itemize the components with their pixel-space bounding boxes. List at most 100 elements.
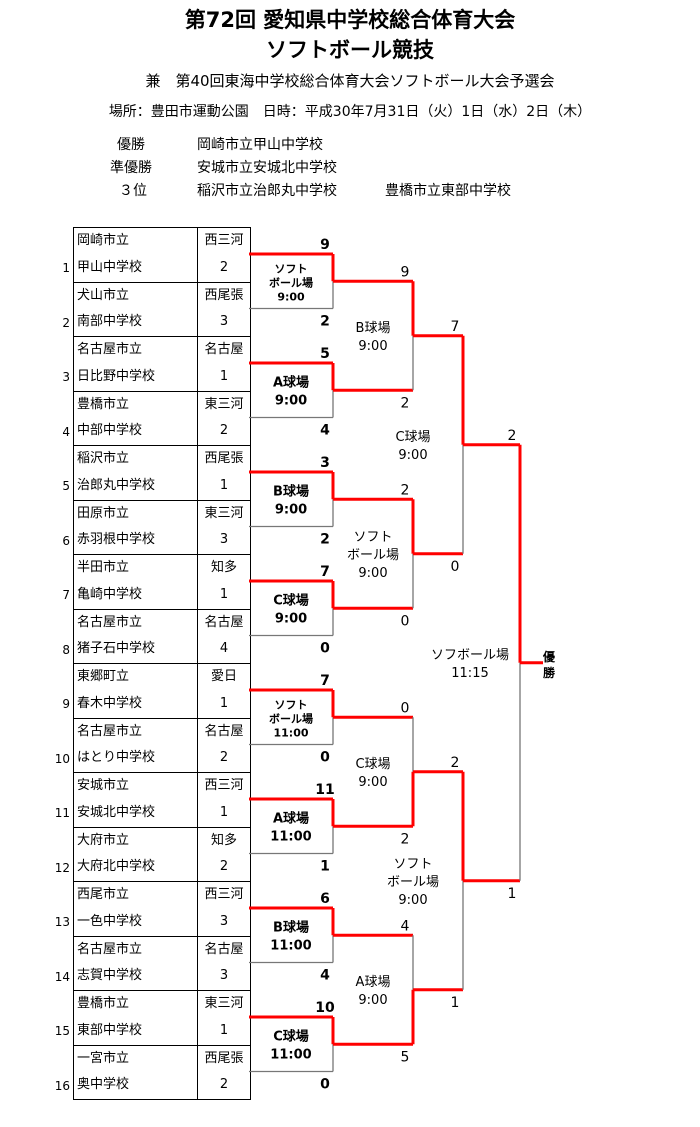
team-city: 豊橋市立: [77, 396, 130, 412]
team-city: 名古屋市立: [77, 342, 143, 357]
match-venue: 11:00: [270, 1047, 311, 1062]
score-bottom: 0: [320, 750, 330, 766]
team-city: 西尾市立: [77, 887, 130, 902]
team-school: 甲山中学校: [77, 259, 143, 275]
team-region: 東三河: [204, 505, 244, 521]
score-top: 0: [401, 700, 410, 716]
team-region: 西三河: [204, 887, 244, 902]
score-bottom: 4: [320, 423, 330, 439]
team-row: 5 稲沢市立治郎丸中学校 西尾張 1: [62, 446, 250, 501]
team-school: 東部中学校: [77, 1022, 143, 1038]
score-bottom: 5: [401, 1049, 410, 1065]
match-venue: ボール場: [387, 875, 439, 890]
match-venue: 9:00: [398, 893, 427, 908]
team-region: 知多: [210, 560, 237, 575]
score-top: 7: [451, 319, 460, 335]
match-venue: 9:00: [275, 611, 307, 626]
match-venue: 9:00: [275, 502, 307, 517]
match-venue: A球場: [273, 810, 309, 826]
match-venue: 9:00: [358, 993, 387, 1008]
team-school: 志賀中学校: [77, 968, 143, 984]
team-school: 大府北中学校: [77, 859, 156, 875]
team-rank: 1: [219, 804, 229, 820]
seed-number: 3: [62, 370, 70, 384]
match-venue: 9:00: [358, 566, 387, 581]
team-city: 田原市立: [77, 505, 130, 521]
match-venue: 11:00: [270, 938, 311, 953]
match-venue: ソフト: [275, 698, 308, 711]
team-school: 中部中学校: [77, 423, 143, 439]
match-venue: B球場: [273, 919, 309, 935]
team-city: 稲沢市立: [77, 451, 130, 466]
team-rank: 1: [219, 1022, 229, 1038]
result-label-third: ３位: [119, 183, 147, 199]
team-region: 西三河: [204, 233, 244, 248]
match-venue: ボール場: [347, 548, 399, 563]
team-city: 犬山市立: [77, 287, 130, 303]
score-top: 9: [401, 264, 410, 280]
match-venue: ソフボール場: [431, 648, 509, 663]
seed-number: 2: [62, 315, 70, 330]
team-rank: 3: [219, 314, 229, 330]
score-top: 7: [320, 673, 330, 689]
team-city: 東郷町立: [77, 669, 130, 684]
team-rank: 2: [219, 259, 229, 275]
team-region: 名古屋: [204, 941, 244, 957]
team-region: 西尾張: [204, 1050, 244, 1066]
team-city: 大府市立: [77, 832, 130, 848]
team-rank: 2: [219, 423, 229, 439]
score-top: 9: [320, 237, 330, 253]
seed-number: 8: [62, 642, 70, 657]
team-region: 名古屋: [204, 614, 244, 630]
team-rank: 1: [219, 477, 229, 493]
team-school: 一色中学校: [77, 913, 143, 929]
team-region: 西尾張: [204, 451, 244, 466]
score-top: 7: [320, 564, 330, 580]
team-city: 名古屋市立: [77, 614, 143, 630]
team-rank: 3: [219, 968, 229, 984]
match-venue: A球場: [356, 975, 391, 990]
team-rank: 2: [219, 859, 229, 875]
match-venue: 11:15: [451, 666, 488, 681]
match-venue: 9:00: [358, 775, 387, 790]
seed-number: 10: [54, 751, 70, 766]
score-bottom: 1: [508, 886, 517, 902]
team-region: 知多: [210, 832, 237, 848]
score-bottom: 2: [320, 532, 330, 548]
seed-number: 9: [62, 697, 70, 711]
team-school: 春木中学校: [77, 695, 143, 711]
match-venue: 9:00: [358, 339, 387, 354]
seed-number: 4: [62, 424, 70, 439]
match-venue: B球場: [356, 321, 391, 336]
team-school: はとり中学校: [77, 750, 156, 766]
seed-number: 6: [62, 533, 70, 548]
match-venue: C球場: [273, 592, 309, 608]
team-city: 名古屋市立: [77, 723, 143, 739]
match-venue: B球場: [273, 483, 309, 499]
champion-label: 優: [542, 649, 556, 664]
result-third-1: 稲沢市立治郎丸中学校: [197, 183, 337, 199]
team-school: 猪子石中学校: [77, 641, 156, 657]
team-school: 治郎丸中学校: [77, 477, 156, 493]
match-venue: ソフト: [275, 262, 308, 275]
team-school: 赤羽根中学校: [77, 532, 156, 548]
result-third-2: 豊橋市立東部中学校: [385, 183, 511, 199]
page-subtitle: ソフトボール競技: [266, 38, 434, 62]
seed-number: 5: [62, 479, 70, 493]
match-venue: ソフト: [353, 530, 392, 545]
score-top: 2: [451, 755, 460, 771]
team-rank: 4: [219, 641, 229, 657]
seed-number: 7: [62, 588, 70, 602]
score-top: 5: [320, 346, 330, 362]
score-top: 2: [508, 428, 517, 444]
team-rank: 2: [219, 1077, 229, 1093]
